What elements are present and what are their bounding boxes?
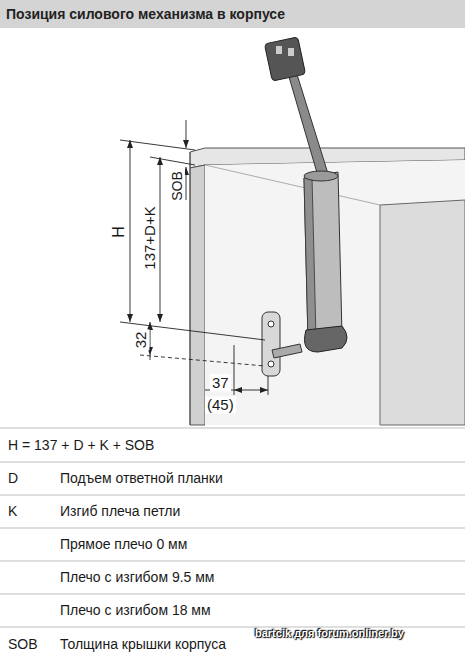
symbol-cell: D: [8, 470, 18, 486]
watermark: bartcik для forum.onliner.by: [255, 627, 404, 640]
dimension-label: (45): [205, 396, 236, 413]
description-cell: Прямое плечо 0 мм: [60, 536, 187, 552]
description-cell: Подъем ответной планки: [60, 470, 223, 486]
description-cell: Плечо с изгибом 9.5 мм: [60, 569, 215, 585]
description-cell: Плечо с изгибом 18 мм: [60, 602, 211, 618]
description-cell: Толщина крышки корпуса: [60, 636, 226, 652]
dimension-label: 137+D+K: [141, 204, 158, 271]
formula-text: H = 137 + D + K + SOB: [8, 437, 154, 453]
description-cell: Изгиб плеча петли: [60, 503, 180, 519]
dimension-label: 37: [210, 374, 231, 391]
header-title: Позиция силового механизма в корпусе: [6, 0, 285, 28]
dimension-label: SOB: [169, 169, 185, 203]
dimension-label: H: [110, 224, 128, 240]
symbol-cell: K: [8, 503, 17, 519]
dimension-label: 32: [132, 330, 149, 351]
symbol-cell: SOB: [8, 636, 38, 652]
